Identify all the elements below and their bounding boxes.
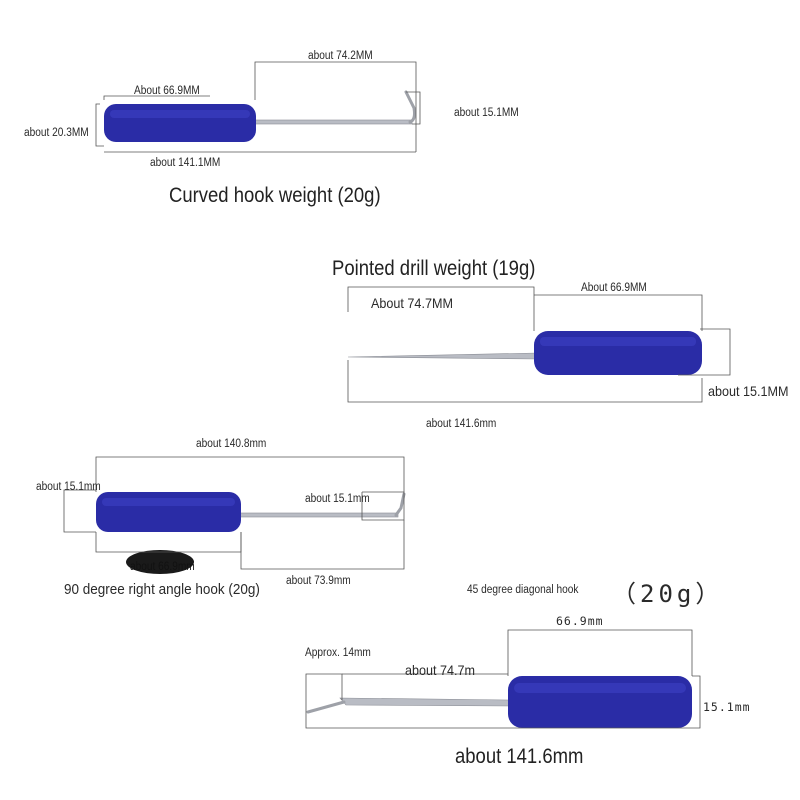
diagonal-hook-caption: 45 degree diagonal hook: [467, 584, 579, 596]
diagonal-hook-weight: （20g）: [612, 580, 724, 608]
right-angle-hook-tip-length: about 15.1mm: [305, 493, 370, 505]
diagonal-hook-handle-length: 66.9mm: [556, 614, 604, 628]
curved-hook-handle-length: About 66.9MM: [134, 85, 200, 97]
diagonal-hook-total-length: about 141.6mm: [455, 745, 584, 768]
right-angle-hook-tip: [394, 492, 406, 517]
curved-hook-tip: [404, 90, 416, 124]
curved-hook-handle-height: about 20.3MM: [24, 127, 89, 139]
curved-hook-total-length: about 141.1MM: [150, 157, 221, 169]
diagonal-hook-tip-length: Approx. 14mm: [305, 647, 371, 659]
pointed-drill-handle-height: about 15.1MM: [708, 383, 789, 399]
pointed-drill-handle-length: About 66.9MM: [581, 282, 647, 294]
diagonal-hook-tip: [306, 700, 346, 714]
right-angle-hook-handle-height: about 15.1mm: [36, 481, 101, 493]
diagonal-hook-shaft-length: about 74.7m: [405, 662, 476, 678]
curved-hook-caption: Curved hook weight (20g): [169, 184, 381, 207]
pointed-drill-caption: Pointed drill weight (19g): [332, 257, 536, 280]
diagonal-hook-dim-lines: [305, 629, 701, 729]
pointed-drill-total-length: about 141.6mm: [426, 418, 497, 430]
right-angle-hook-handle-length: about 66.9mm: [130, 561, 195, 573]
pointed-drill-shaft-length: About 74.7MM: [371, 295, 453, 311]
curved-hook-shaft-length: about 74.2MM: [308, 50, 373, 62]
pointed-drill-dim-lines: [347, 286, 731, 403]
diagonal-hook-handle-height: 15.1mm: [703, 700, 751, 714]
diagonal-hook-shaft: [339, 697, 511, 707]
curved-hook-tip-length: about 15.1MM: [454, 107, 519, 119]
curved-hook-dim-lines: [95, 61, 421, 153]
right-angle-hook-total-length: about 140.8mm: [196, 438, 267, 450]
right-angle-hook-dim-lines: [63, 456, 405, 570]
right-angle-hook-caption: 90 degree right angle hook (20g): [64, 581, 260, 598]
right-angle-hook-shaft-length: about 73.9mm: [286, 575, 351, 587]
